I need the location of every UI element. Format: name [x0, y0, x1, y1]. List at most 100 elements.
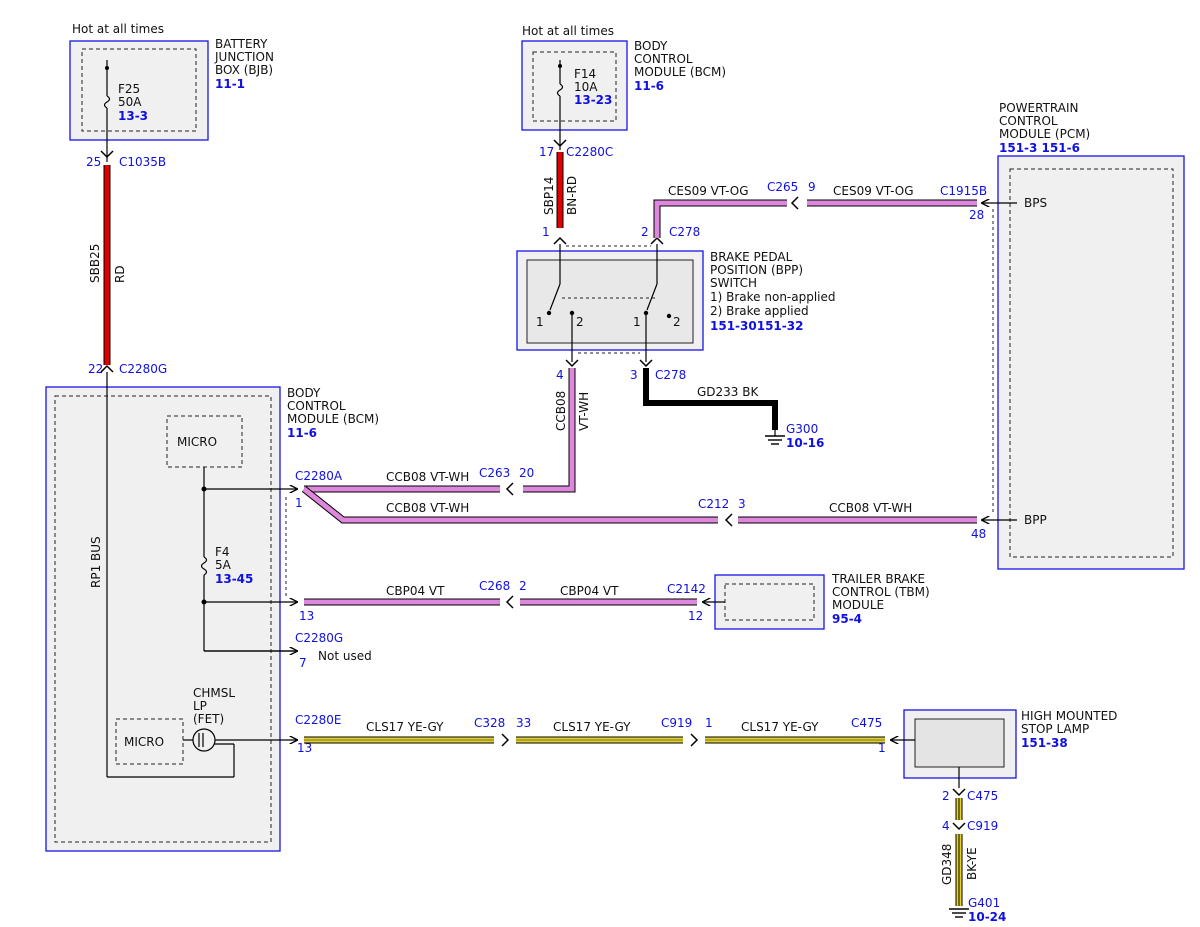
- micro-lower-box: [115, 718, 184, 765]
- c1035b-label: C1035B: [119, 155, 166, 169]
- bpp-pin4-terminal-icon: [565, 359, 579, 368]
- pcm-box: [997, 155, 1185, 570]
- c475-pin: 1: [878, 741, 886, 755]
- wire-gd233: GD233 BK G300 10-16: [643, 368, 824, 450]
- pcm-pin-28: 28: [969, 208, 984, 222]
- cls17-label-c: CLS17 YE-GY: [741, 720, 819, 734]
- ccb08-label-b: CCB08 VT-WH: [386, 501, 469, 515]
- bcm-main-name-2: CONTROL: [287, 399, 346, 413]
- c2280g-top-terminal-icon: [100, 364, 114, 373]
- g300-label: G300: [786, 422, 818, 436]
- tbm-box: [714, 574, 825, 630]
- switch-1-blade: [549, 283, 561, 311]
- gd233-label: GD233 BK: [697, 385, 759, 399]
- bpp-pin-1: 1: [542, 225, 550, 239]
- switch-1-pos-2: 2: [576, 315, 584, 329]
- ccb08-label-a: CCB08 VT-WH: [386, 470, 469, 484]
- rp1-bus-label: RP1 BUS: [89, 536, 103, 588]
- pcm-inner-box: [1009, 168, 1174, 558]
- g300-ref: 10-16: [786, 436, 824, 450]
- hmsl-c919-terminal-icon: [952, 822, 966, 831]
- brake-pedal-position-switch: 1 2 C278 BRAKE PEDAL POSITION (BPP) SWIT…: [516, 225, 836, 382]
- c328-terminal-icon: [501, 733, 510, 747]
- battery-junction-box: Hot at all times BATTERY JUNCTION BOX (B…: [69, 22, 274, 169]
- c263-pin: 20: [519, 466, 534, 480]
- gd348-circuit: GD348: [940, 844, 954, 885]
- tbm-ref: 95-4: [832, 612, 862, 626]
- tbm-name-1: TRAILER BRAKE: [831, 572, 925, 586]
- bcm-top-ref: 11-6: [634, 79, 664, 93]
- fuse-f4-label: F4: [215, 545, 230, 559]
- wire-cbp04: CBP04 VT CBP04 VT C268 2 C2142 12: [304, 579, 706, 623]
- ces09-label-a: CES09 VT-OG: [668, 184, 749, 198]
- bpp-name-3: SWITCH: [710, 276, 757, 290]
- tbm-name-2: CONTROL (TBM): [832, 585, 930, 599]
- micro-upper-label: MICRO: [177, 435, 217, 449]
- bcm-top-box: [521, 40, 628, 131]
- bcm-top-inner-box: [532, 51, 617, 122]
- c2280c-label: C2280C: [566, 145, 613, 159]
- c2280g-top-label: C2280G: [119, 362, 167, 376]
- fuse-f14-label: F14: [574, 67, 596, 81]
- fuse-f4-ref: 13-45: [215, 572, 253, 586]
- trailer-brake-control-module: TRAILER BRAKE CONTROL (TBM) MODULE 95-4: [703, 572, 930, 630]
- pcm-name-3: MODULE (PCM): [999, 127, 1090, 141]
- not-used-label: Not used: [318, 649, 372, 663]
- hmsl-name-2: STOP LAMP: [1021, 722, 1089, 736]
- c278-bottom-label: C278: [655, 368, 686, 382]
- cls17-label-b: CLS17 YE-GY: [553, 720, 631, 734]
- fuse-f14-rating: 10A: [574, 80, 598, 94]
- c212-pin: 3: [738, 497, 746, 511]
- c268-terminal-icon: [505, 595, 514, 609]
- hmsl-pin-4: 4: [942, 819, 950, 833]
- bcm-top-name-3: MODULE (BCM): [634, 65, 726, 79]
- c268-label: C268: [479, 579, 510, 593]
- gd348-color: BK-YE: [965, 847, 979, 880]
- pcm-pin-bpp: BPP: [1024, 513, 1047, 527]
- switch-2-blade: [646, 283, 658, 311]
- wire-sbp14: SBP14 BN-RD: [542, 152, 579, 228]
- bpp-state-1: 1) Brake non-applied: [710, 290, 836, 304]
- bjb-name-2: JUNCTION: [214, 50, 274, 64]
- fuse-f4-rating: 5A: [215, 558, 232, 572]
- c2280c-terminal-icon: [553, 139, 567, 148]
- ccb08-label-c: CCB08 VT-WH: [829, 501, 912, 515]
- fuse-f14-symbol: [556, 83, 564, 97]
- bjb-box: [69, 40, 209, 141]
- bjb-hot-label: Hot at all times: [72, 22, 164, 36]
- g401-ref: 10-24: [968, 910, 1006, 924]
- c2280a-pin: 1: [295, 496, 303, 510]
- wire-ccb08-a: CCB08 VT-WH C263 20: [304, 466, 534, 496]
- c919-terminal-icon: [690, 733, 699, 747]
- fuse-f25-ref: 13-3: [118, 109, 148, 123]
- powertrain-control-module: POWERTRAIN CONTROL MODULE (PCM) 151-3 15…: [969, 101, 1185, 570]
- bpp-state-2: 2) Brake applied: [710, 304, 809, 318]
- switch-2-pos-1: 1: [633, 315, 641, 329]
- bpp-ref: 151-30151-32: [710, 319, 803, 333]
- ccb08-vertical-circuit: CCB08: [554, 391, 568, 431]
- pcm-ref: 151-3 151-6: [999, 141, 1080, 155]
- ccb08-vertical-color: VT-WH: [577, 392, 591, 431]
- bjb-ref: 11-1: [215, 77, 245, 91]
- pcm-name-2: CONTROL: [999, 114, 1058, 128]
- c268-pin: 2: [519, 579, 527, 593]
- c2280e-pin: 13: [297, 741, 312, 755]
- c2280a-label: C2280A: [295, 469, 343, 483]
- pcm-pin-bps: BPS: [1024, 196, 1047, 210]
- bpp-name-1: BRAKE PEDAL: [710, 250, 793, 264]
- bcm-top-splice-dot: [558, 64, 562, 68]
- c263-terminal-icon: [505, 482, 514, 496]
- hmsl-ref: 151-38: [1021, 736, 1068, 750]
- wire-sbb25: SBB25 RD: [88, 165, 127, 365]
- sbp14-color: BN-RD: [565, 176, 579, 215]
- bpp-pin2-terminal-icon: [650, 236, 664, 245]
- bcm-main-name-3: MODULE (BCM): [287, 412, 379, 426]
- hmsl-pin-2: 2: [942, 789, 950, 803]
- bjb-name-3: BOX (BJB): [215, 63, 273, 77]
- hmsl-c475-terminal-icon: [952, 788, 966, 797]
- sbb25-color: RD: [113, 265, 127, 283]
- c2280g-label: C2280G: [295, 631, 343, 645]
- bpp-pin1-terminal-icon: [553, 236, 567, 245]
- bjb-inner-box: [81, 48, 197, 132]
